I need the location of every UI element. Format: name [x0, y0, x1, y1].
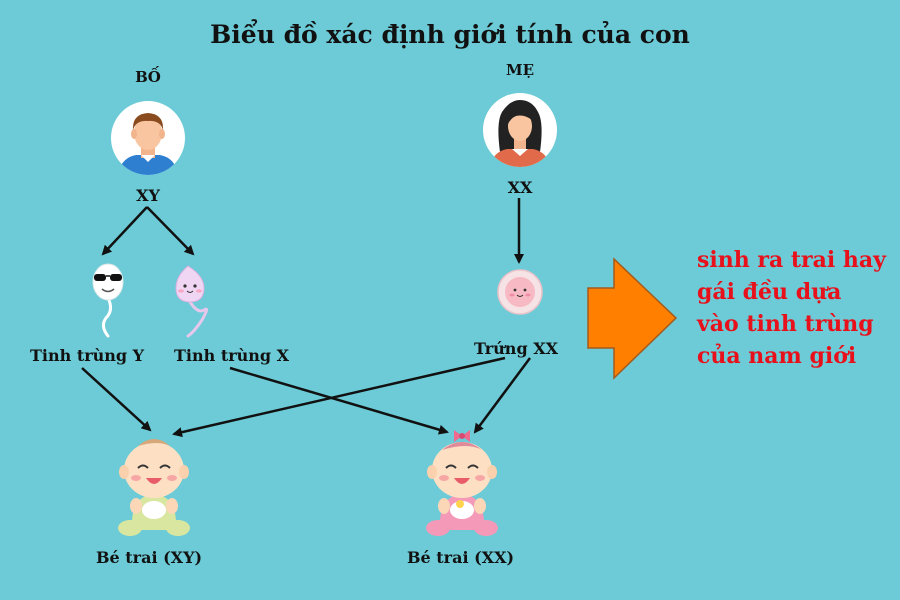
sperm-x-label: Tinh trùng X	[174, 346, 290, 365]
arrow-father-to-sperm-y	[101, 206, 148, 256]
conclusion-note: sinh ra trai hay gái đều dựa vào tinh tr…	[697, 244, 886, 372]
mother-genotype: XX	[507, 178, 533, 197]
mother-avatar-icon	[483, 93, 557, 167]
note-line-4: của nam giới	[697, 343, 857, 369]
page-title: Biểu đồ xác định giới tính của con	[210, 20, 690, 49]
note-line-2: gái đều dựa	[697, 279, 842, 305]
sperm-y-label: Tinh trùng Y	[30, 346, 145, 365]
father-avatar-icon	[111, 101, 185, 175]
egg-label: Trứng XX	[474, 339, 559, 358]
baby-girl-label: Bé trai (XX)	[407, 548, 515, 567]
arrow-sperm-y-to-boy	[81, 367, 152, 432]
baby-girl-icon	[426, 430, 498, 536]
arrow-egg-to-boy	[172, 356, 506, 438]
sperm-x-icon	[175, 265, 209, 338]
note-line-3: vào tinh trùng	[697, 311, 874, 337]
big-arrow-icon	[587, 257, 678, 380]
sperm-y-icon	[92, 263, 124, 338]
arrow-father-to-sperm-x	[146, 206, 195, 256]
arrow-egg-to-girl	[473, 357, 532, 434]
baby-boy-icon	[118, 439, 190, 536]
father-genotype: XY	[136, 186, 160, 205]
egg-icon	[497, 269, 543, 315]
note-line-1: sinh ra trai hay	[697, 247, 886, 273]
mother-label: MẸ	[505, 61, 535, 79]
arrow-sperm-x-to-girl	[229, 366, 449, 435]
baby-boy-label: Bé trai (XY)	[96, 548, 203, 567]
father-label: BỐ	[135, 68, 161, 86]
